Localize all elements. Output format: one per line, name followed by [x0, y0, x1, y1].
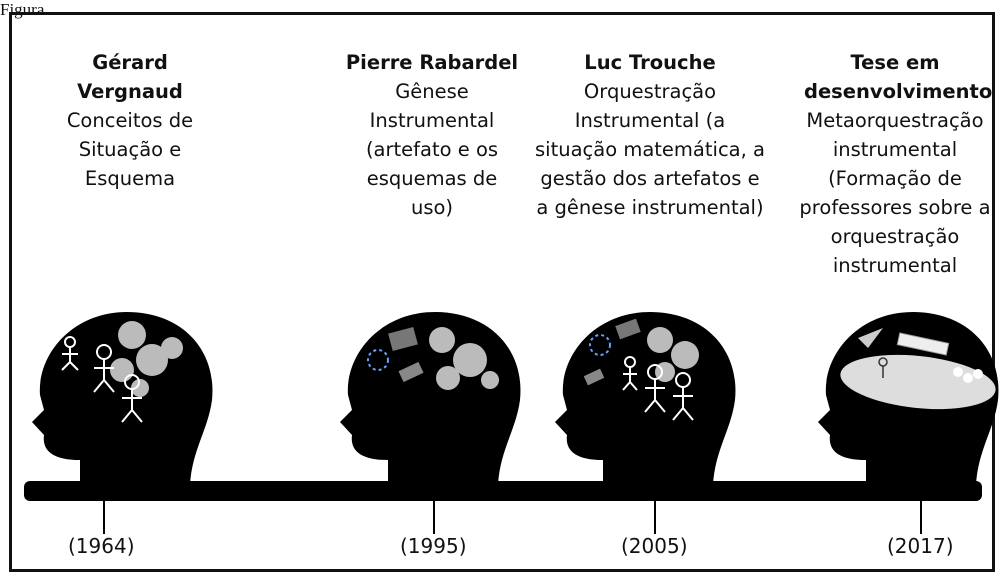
milestone-3: Luc Trouche Orquestração Instrumental (a… — [533, 48, 767, 222]
milestone-author: Pierre Rabardel — [345, 51, 519, 74]
milestone-author: Luc Trouche — [584, 51, 716, 74]
milestone-4: Tese em desenvolvimento Metaorquestração… — [790, 48, 1000, 280]
milestone-description: Gênese Instrumental (artefato e os esque… — [365, 80, 499, 219]
year-label: (2017) — [887, 534, 954, 558]
timeline-tick — [103, 498, 105, 534]
year-label: (2005) — [621, 534, 688, 558]
milestone-author: Tese em desenvolvimento — [804, 51, 993, 103]
milestone-2: Pierre Rabardel Gênese Instrumental (art… — [332, 48, 532, 222]
head-gears-stickfigures-icon — [32, 312, 213, 485]
head-classroom-ellipse-icon — [818, 312, 999, 485]
milestone-description: Orquestração Instrumental (a situação ma… — [535, 80, 765, 219]
head-gears-tools-stickfigures-icon — [555, 312, 736, 485]
timeline-tick — [920, 498, 922, 534]
timeline-bar — [24, 481, 982, 501]
milestone-1: Gérard Vergnaud Conceitos de Situação e … — [40, 48, 220, 193]
year-label: (1964) — [68, 534, 135, 558]
year-label: (1995) — [400, 534, 467, 558]
head-gears-tools-icon — [340, 312, 521, 485]
milestone-author: Gérard Vergnaud — [77, 51, 183, 103]
milestone-description: Conceitos de Situação e Esquema — [66, 109, 194, 190]
milestone-description: Metaorquestração instrumental (Formação … — [799, 109, 991, 277]
timeline-tick — [654, 498, 656, 534]
timeline-tick — [433, 498, 435, 534]
